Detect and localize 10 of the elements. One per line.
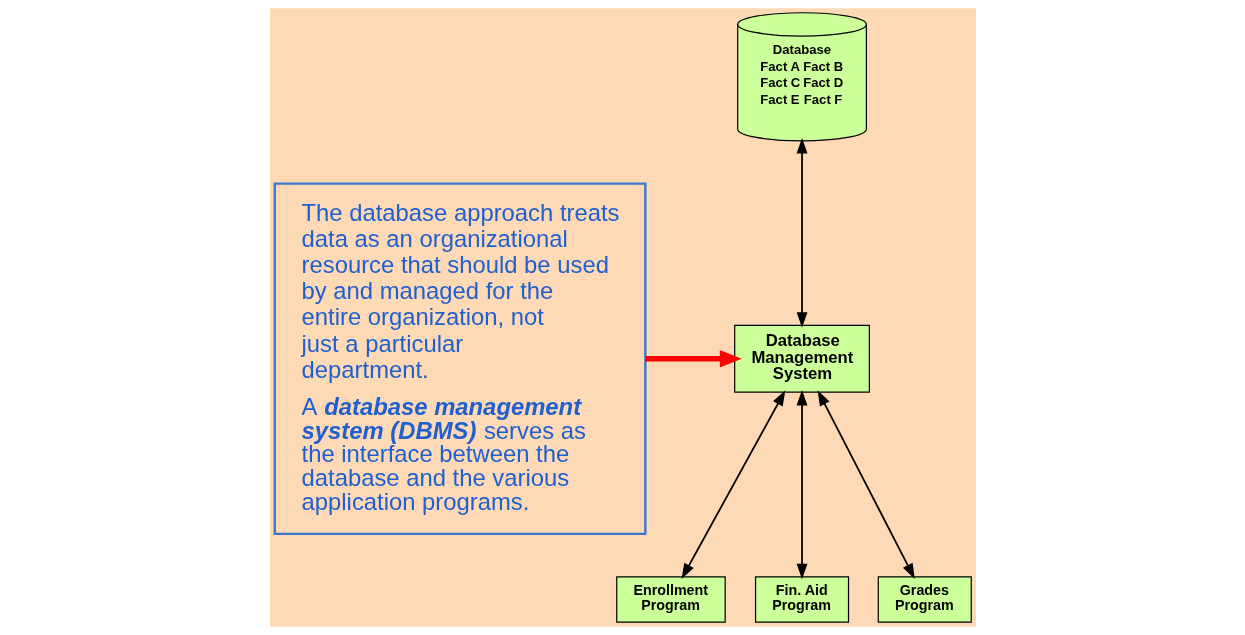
node-box: The database approach treats data as an organizational resource that should be used by and managed for the entire organization, not just a particular department. A database management system (DBMS) serves as the interface between the database and the various application programs. [273,182,647,536]
node-box: Enrollment Program [615,576,726,623]
arrow [796,138,807,328]
arrow [817,390,915,579]
arrow [644,350,742,368]
node-box: Database Management System [733,324,870,393]
arrow [681,390,785,579]
node-box: Fin. Aid Program [754,576,849,623]
arrow [796,389,807,580]
node-box: Grades Program [877,576,972,623]
